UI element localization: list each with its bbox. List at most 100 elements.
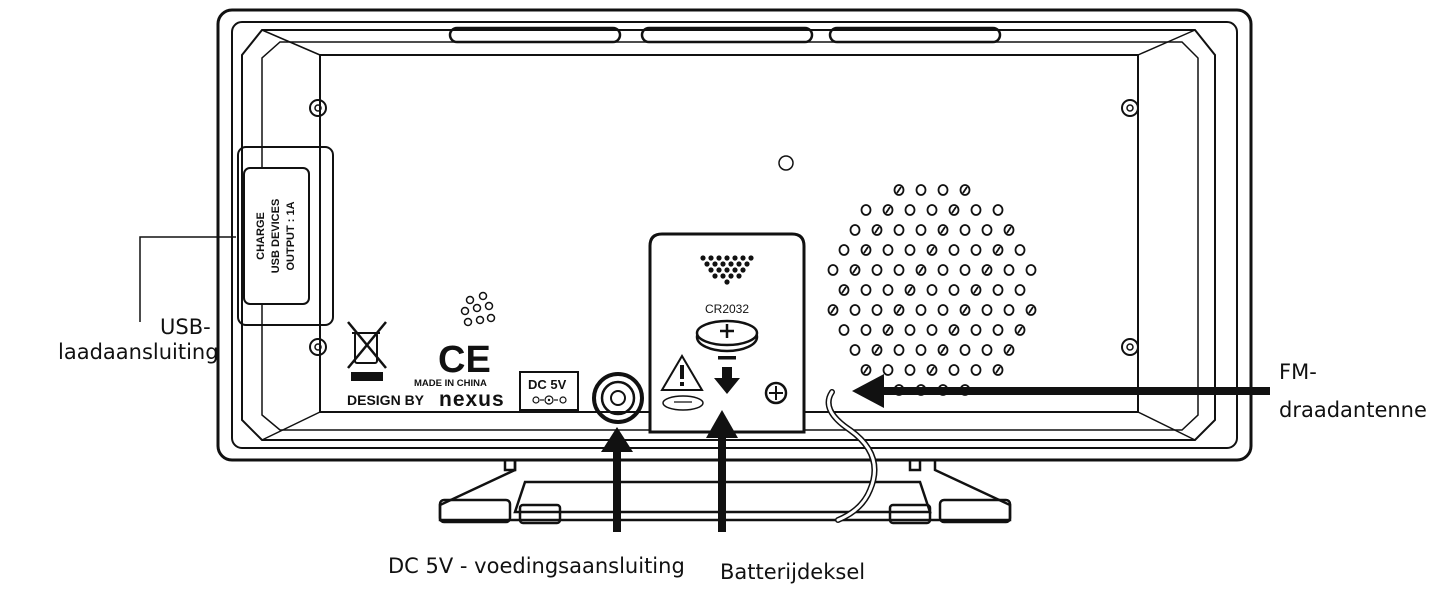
speaker-hole-mark	[885, 326, 891, 334]
speaker-hole	[937, 224, 949, 236]
speaker-hole	[959, 344, 971, 356]
speaker-hole	[849, 224, 861, 236]
mic-holes	[460, 291, 496, 327]
usb-port-text-3: OUTPUT : 1A	[285, 201, 297, 270]
speaker-hole	[959, 304, 971, 316]
brand-logo: nexus	[439, 388, 505, 411]
speaker-hole-mark	[929, 246, 935, 254]
speaker-hole	[981, 264, 993, 276]
speaker-hole	[970, 244, 982, 256]
speaker-hole-mark	[885, 206, 891, 214]
speaker-hole-mark	[995, 366, 1001, 374]
speaker-hole	[893, 344, 905, 356]
label-battery-cover: Batterijdeksel	[720, 560, 866, 584]
speaker-hole	[981, 344, 993, 356]
speaker-hole	[926, 324, 938, 336]
callout-usb-line	[139, 236, 236, 322]
speaker-grille	[827, 184, 1037, 396]
speaker-hole	[904, 324, 916, 336]
speaker-hole	[860, 324, 872, 336]
speaker-hole	[871, 304, 883, 316]
speaker-hole-mark	[841, 286, 847, 294]
speaker-hole-mark	[973, 286, 979, 294]
speaker-hole	[948, 284, 960, 296]
label-fm-line1: FM-	[1279, 360, 1317, 384]
design-by: DESIGN BY	[347, 392, 425, 408]
speaker-hole-mark	[984, 266, 990, 274]
speaker-hole	[882, 204, 894, 216]
label-usb-line2: laadaansluiting	[58, 340, 219, 364]
speaker-hole	[959, 184, 971, 196]
speaker-hole	[970, 364, 982, 376]
label-usb-line1: USB-	[160, 315, 211, 339]
speaker-hole	[882, 324, 894, 336]
callout-fm-arrow	[852, 374, 1270, 408]
battery-type: CR2032	[705, 302, 749, 316]
speaker-hole	[904, 244, 916, 256]
speaker-hole	[926, 364, 938, 376]
speaker-hole	[926, 284, 938, 296]
speaker-hole	[882, 244, 894, 256]
speaker-hole-mark	[1006, 226, 1012, 234]
speaker-hole-mark	[1006, 346, 1012, 354]
speaker-hole	[992, 284, 1004, 296]
speaker-hole	[849, 264, 861, 276]
speaker-hole	[915, 344, 927, 356]
speaker-hole	[915, 304, 927, 316]
weee-bin-icon	[347, 321, 387, 381]
speaker-hole	[1014, 284, 1026, 296]
speaker-hole	[1003, 304, 1015, 316]
made-in-china: MADE IN CHINA	[414, 378, 487, 389]
speaker-hole	[893, 184, 905, 196]
speaker-hole	[1003, 224, 1015, 236]
speaker-hole	[1025, 304, 1037, 316]
speaker-hole	[860, 204, 872, 216]
speaker-hole	[915, 224, 927, 236]
speaker-hole-mark	[962, 306, 968, 314]
speaker-hole	[827, 264, 839, 276]
speaker-hole	[937, 264, 949, 276]
speaker-hole	[849, 304, 861, 316]
speaker-hole-mark	[918, 266, 924, 274]
speaker-hole-mark	[940, 226, 946, 234]
usb-port-text-1: CHARGE	[255, 212, 267, 260]
speaker-hole	[882, 284, 894, 296]
speaker-hole-mark	[1028, 306, 1034, 314]
speaker-hole-mark	[940, 346, 946, 354]
speaker-hole	[959, 224, 971, 236]
callout-dc-arrow	[601, 427, 633, 532]
speaker-hole	[948, 364, 960, 376]
speaker-hole	[882, 364, 894, 376]
dc-label-box: DC 5V	[519, 371, 579, 411]
speaker-hole-mark	[874, 226, 880, 234]
speaker-hole-mark	[951, 206, 957, 214]
speaker-hole	[959, 264, 971, 276]
speaker-hole	[981, 304, 993, 316]
speaker-hole	[948, 204, 960, 216]
speaker-hole	[970, 204, 982, 216]
speaker-hole	[970, 324, 982, 336]
speaker-hole	[838, 284, 850, 296]
speaker-hole	[871, 264, 883, 276]
speaker-hole	[992, 244, 1004, 256]
speaker-hole	[838, 244, 850, 256]
speaker-hole-mark	[830, 306, 836, 314]
speaker-hole	[1014, 324, 1026, 336]
label-dc-power: DC 5V - voedingsaansluiting	[388, 554, 685, 578]
speaker-hole	[926, 204, 938, 216]
speaker-hole	[915, 184, 927, 196]
ce-mark: CE	[438, 339, 491, 381]
dc-label: DC 5V	[528, 377, 567, 392]
speaker-hole	[1003, 264, 1015, 276]
speaker-hole	[992, 324, 1004, 336]
speaker-hole	[904, 364, 916, 376]
speaker-hole-mark	[995, 246, 1001, 254]
speaker-hole	[992, 204, 1004, 216]
speaker-hole	[948, 244, 960, 256]
speaker-hole	[915, 264, 927, 276]
speaker-hole	[937, 344, 949, 356]
speaker-hole-mark	[852, 266, 858, 274]
speaker-hole	[849, 344, 861, 356]
speaker-hole	[860, 364, 872, 376]
